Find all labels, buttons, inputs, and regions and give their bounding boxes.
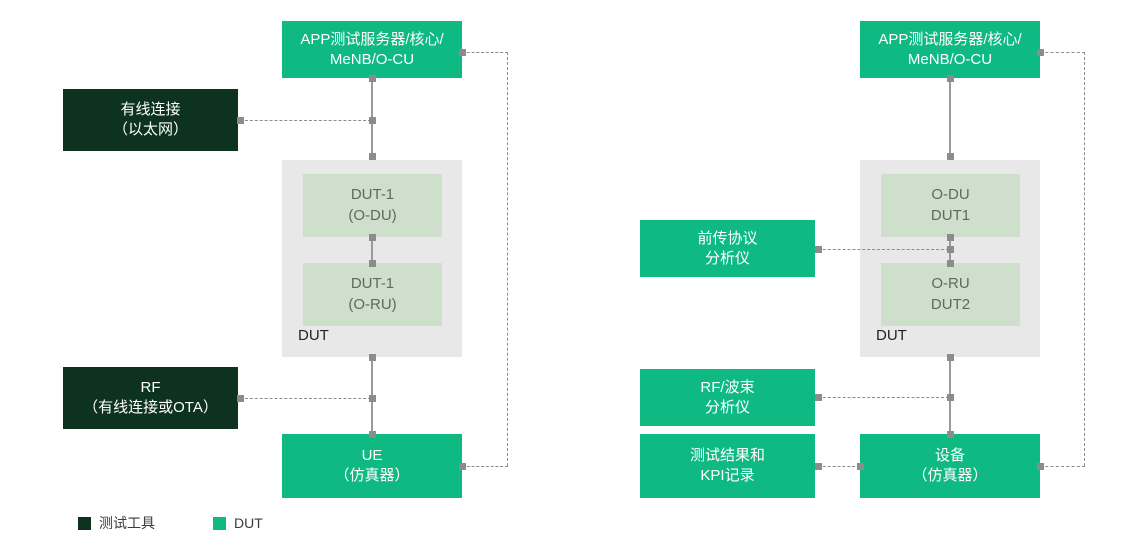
connector-left-odu-to-oru (371, 237, 373, 263)
connector-right-loop-side (1084, 52, 1085, 466)
dut-left-inner-odu: DUT-1 (O-DU) (303, 174, 442, 237)
connector-node (1037, 49, 1044, 56)
connector-left-wired-to-trunk (240, 120, 371, 121)
dut-container-right-label: DUT (876, 327, 907, 344)
connector-node (237, 395, 244, 402)
connector-node (947, 234, 954, 241)
connector-node (947, 431, 954, 438)
connector-left-loop-top (462, 52, 508, 53)
connector-node (947, 246, 954, 253)
connector-right-loop-bottom (1040, 466, 1085, 467)
connector-left-rf-to-trunk (240, 398, 371, 399)
legend-item-dut: DUT (213, 515, 263, 531)
connector-node (857, 463, 864, 470)
legend: 测试工具 DUT (78, 513, 263, 533)
left-rf-connection-tool-box[interactable]: RF （有线连接或OTA） (63, 367, 238, 429)
connector-right-rfbeam-to-trunk (818, 397, 949, 398)
left-ue-emulator-box[interactable]: UE （仿真器） (282, 434, 462, 498)
connector-node (369, 75, 376, 82)
connector-node (947, 394, 954, 401)
legend-label-test-tools: 测试工具 (99, 515, 155, 531)
connector-node (369, 117, 376, 124)
left-wired-connection-tool-box[interactable]: 有线连接 （以太网） (63, 89, 238, 151)
connector-node (947, 75, 954, 82)
connector-right-appserver-to-dut (949, 78, 951, 160)
legend-label-dut: DUT (234, 515, 263, 531)
left-app-test-server-box[interactable]: APP测试服务器/核心/ MeNB/O-CU (282, 21, 462, 78)
connector-node (815, 246, 822, 253)
connector-node (369, 153, 376, 160)
connector-node (369, 260, 376, 267)
connector-node (947, 153, 954, 160)
dut-right-inner-odu: O-DU DUT1 (881, 174, 1020, 237)
connector-node (369, 395, 376, 402)
right-rf-beam-analyzer-box[interactable]: RF/波束 分析仪 (640, 369, 815, 426)
connector-node (459, 463, 466, 470)
legend-item-test-tools: 测试工具 (78, 513, 155, 533)
connector-node (369, 431, 376, 438)
connector-node (1037, 463, 1044, 470)
connector-right-kpi-to-device (818, 466, 860, 467)
connector-node (815, 394, 822, 401)
connector-left-loop-side (507, 52, 508, 466)
connector-node (815, 463, 822, 470)
connector-node (459, 49, 466, 56)
dut-container-left-label: DUT (298, 327, 329, 344)
connector-right-loop-top (1040, 52, 1085, 53)
connector-node (947, 260, 954, 267)
connector-right-fronthaul-to-midpoint (818, 249, 949, 250)
connector-node (237, 117, 244, 124)
connector-node (369, 234, 376, 241)
right-kpi-record-box[interactable]: 测试结果和 KPI记录 (640, 434, 815, 498)
connector-node (947, 354, 954, 361)
connector-node (369, 354, 376, 361)
legend-swatch-dut (213, 516, 226, 530)
dut-left-inner-oru: DUT-1 (O-RU) (303, 263, 442, 326)
connector-left-loop-bottom (462, 466, 508, 467)
legend-swatch-test-tools (78, 516, 91, 530)
dut-right-inner-oru: O-RU DUT2 (881, 263, 1020, 326)
right-fronthaul-protocol-analyzer-box[interactable]: 前传协议 分析仪 (640, 220, 815, 277)
right-device-emulator-box[interactable]: 设备 （仿真器） (860, 434, 1040, 498)
right-app-test-server-box[interactable]: APP测试服务器/核心/ MeNB/O-CU (860, 21, 1040, 78)
